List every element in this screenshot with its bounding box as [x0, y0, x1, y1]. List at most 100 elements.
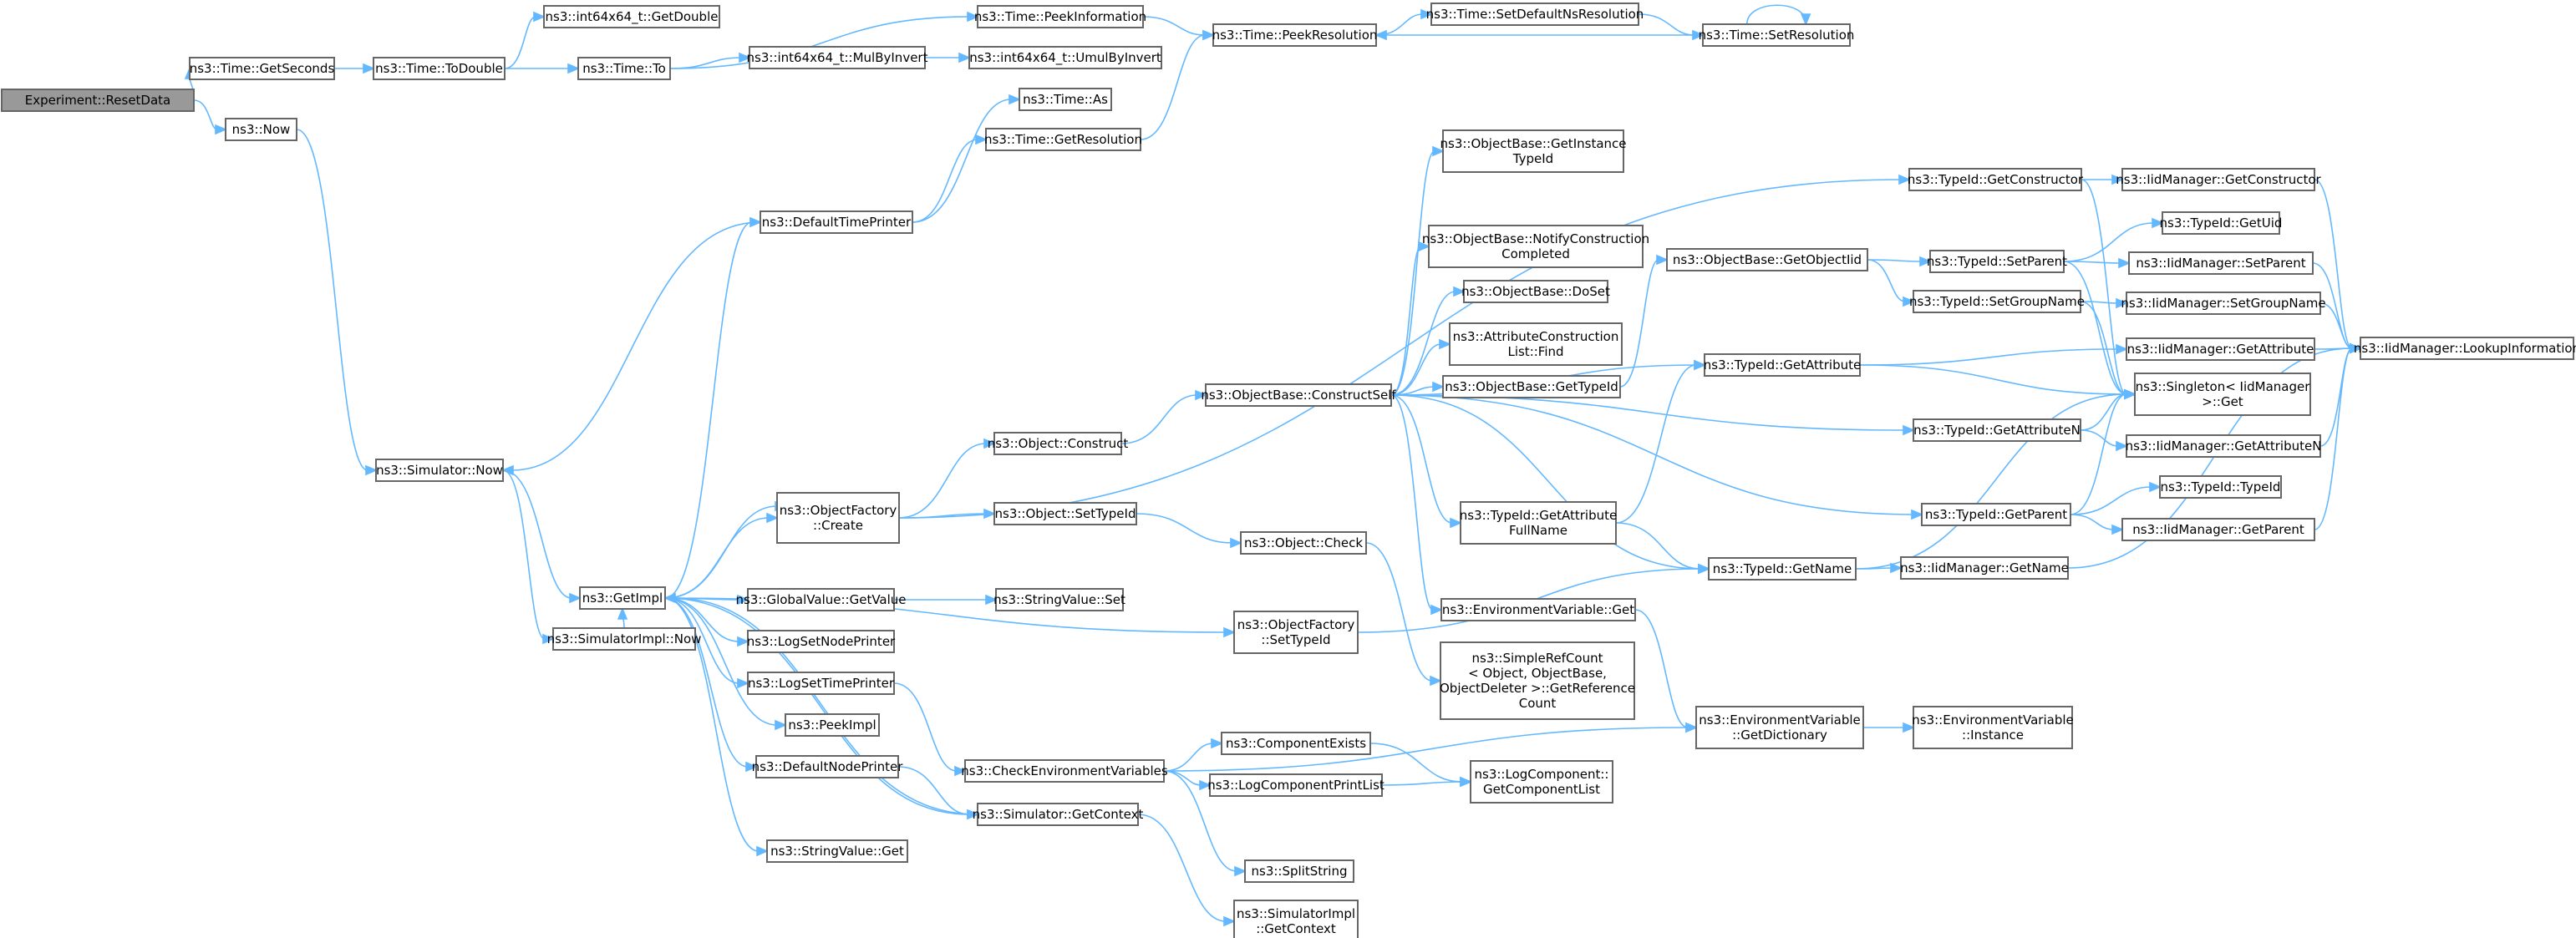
graph-node[interactable]: ns3::ObjectBase::GetObjectIid [1666, 248, 1868, 271]
graph-node[interactable]: ns3::Singleton< IidManager>::Get [2134, 373, 2311, 416]
node-label: >::Get [2202, 394, 2243, 409]
graph-node[interactable]: ns3::TypeId::TypeId [2159, 475, 2282, 499]
graph-node[interactable]: ns3::int64x64_t::UmulByInvert [968, 46, 1162, 69]
node-label: ::SetTypeId [1261, 632, 1330, 647]
graph-node[interactable]: ns3::IidManager::GetAttributeN [2126, 434, 2322, 458]
graph-node[interactable]: ns3::TypeId::GetAttributeN [1913, 418, 2081, 442]
graph-node[interactable]: ns3::Time::SetResolution [1699, 23, 1855, 47]
graph-node[interactable]: ns3::SimpleRefCount< Object, ObjectBase,… [1440, 641, 1635, 720]
graph-node[interactable]: ns3::Time::PeekResolution [1212, 23, 1378, 47]
graph-node[interactable]: ns3::TypeId::GetAttribute [1704, 353, 1861, 377]
graph-node[interactable]: ns3::Object::Check [1240, 531, 1367, 555]
graph-node[interactable]: ns3::StringValue::Set [993, 588, 1125, 611]
graph-node[interactable]: ns3::SimulatorImpl::GetContext [1233, 900, 1359, 938]
node-box [552, 627, 696, 651]
graph-node[interactable]: ns3::Simulator::Now [375, 459, 504, 482]
graph-node[interactable]: ns3::GlobalValue::GetValue [735, 588, 907, 611]
graph-node[interactable]: ns3::CheckEnvironmentVariables [961, 759, 1168, 783]
graph-node[interactable]: ns3::TypeId::GetConstructor [1908, 168, 2084, 191]
graph-node[interactable]: ns3::IidManager::GetConstructor [2116, 168, 2322, 191]
graph-edge [1163, 738, 1224, 772]
graph-node[interactable]: ns3::DefaultTimePrinter [760, 210, 913, 234]
graph-node[interactable]: ns3::IidManager::GetAttribute [2126, 337, 2315, 361]
graph-node[interactable]: ns3::TypeId::SetGroupName [1909, 290, 2085, 313]
graph-node[interactable]: ns3::LogSetNodePrinter [747, 630, 896, 653]
graph-node[interactable]: ns3::SplitString [1244, 859, 1354, 883]
graph-node[interactable]: ns3::Time::GetResolution [984, 128, 1142, 151]
edge-line [669, 57, 742, 69]
node-box [2134, 373, 2311, 416]
graph-node[interactable]: ns3::ComponentExists [1221, 732, 1371, 755]
node-box [1442, 129, 1624, 173]
graph-node[interactable]: ns3::IidManager::GetName [1900, 556, 2069, 580]
graph-node[interactable]: ns3::Time::To [577, 57, 671, 80]
graph-node[interactable]: ns3::Time::GetSeconds [189, 57, 335, 80]
graph-node[interactable]: ns3::Time::PeekInformation [974, 5, 1146, 28]
graph-node[interactable]: ns3::IidManager::SetParent [2128, 251, 2314, 275]
edge-arrowhead [1450, 517, 1463, 529]
graph-edge [898, 174, 1912, 519]
graph-edge [925, 52, 972, 63]
graph-node[interactable]: ns3::IidManager::GetParent [2121, 518, 2315, 541]
node-label: ns3::ObjectFactory [1237, 617, 1355, 632]
graph-node[interactable]: ns3::Now [225, 118, 297, 141]
graph-node[interactable]: ns3::Time::ToDouble [373, 57, 506, 80]
edge-line [1390, 246, 1421, 396]
graph-node[interactable]: ns3::GetImpl [579, 586, 666, 610]
graph-node[interactable]: ns3::IidManager::LookupInformation [2354, 337, 2576, 360]
graph-node[interactable]: ns3::StringValue::Get [766, 839, 908, 863]
node-label: ns3::LogComponentPrintList [1207, 778, 1385, 793]
edge-line [1369, 743, 1463, 783]
graph-node[interactable]: ns3::int64x64_t::MulByInvert [747, 46, 928, 69]
graph-node[interactable]: ns3::ObjectBase::GetTypeId [1442, 375, 1621, 398]
graph-node[interactable]: ns3::Simulator::GetContext [973, 803, 1144, 826]
graph-node[interactable]: ns3::DefaultNodePrinter [752, 755, 904, 778]
graph-node[interactable]: Experiment::ResetData [1, 89, 195, 112]
graph-node[interactable]: ns3::TypeId::GetUid [2160, 211, 2283, 235]
graph-node[interactable]: ns3::EnvironmentVariable::Get [1440, 598, 1636, 621]
graph-edge [2063, 217, 2165, 262]
graph-node[interactable]: ns3::LogComponent::GetComponentList [1470, 760, 1613, 804]
graph-edge [912, 134, 988, 223]
graph-node[interactable]: ns3::IidManager::SetGroupName [2121, 292, 2326, 315]
graph-node[interactable]: ns3::EnvironmentVariable::GetDictionary [1695, 706, 1864, 749]
edge-line [673, 597, 978, 815]
graph-edge [2070, 388, 2137, 515]
graph-node[interactable]: ns3::ObjectFactory::SetTypeId [1233, 611, 1359, 654]
graph-node[interactable]: ns3::ObjectBase::NotifyConstructionCompl… [1422, 225, 1649, 268]
graph-node[interactable]: ns3::Time::As [1019, 88, 1112, 111]
graph-node[interactable]: ns3::ObjectFactory::Create [776, 492, 900, 544]
node-label: ns3::TypeId::GetUid [2160, 215, 2283, 231]
graph-edge [296, 129, 379, 476]
edge-line [1390, 394, 1701, 570]
graph-node[interactable]: ns3::Object::SetTypeId [993, 502, 1137, 525]
edge-arrowhead [569, 592, 582, 604]
graph-node[interactable]: ns3::ObjectBase::DoSet [1461, 280, 1610, 303]
graph-edge [1369, 743, 1473, 788]
graph-node[interactable]: ns3::TypeId::GetParent [1921, 503, 2071, 526]
node-label: ns3::EnvironmentVariable [1912, 712, 2073, 728]
edge-line [664, 597, 740, 684]
graph-node[interactable]: ns3::TypeId::GetName [1708, 557, 1857, 581]
graph-node[interactable]: ns3::EnvironmentVariable::Instance [1912, 706, 2074, 749]
edge-line [2081, 179, 2127, 395]
graph-node[interactable]: ns3::LogSetTimePrinter [747, 672, 895, 695]
edge-arrowhead [1202, 29, 1216, 41]
graph-node[interactable]: ns3::TypeId::SetParent [1927, 250, 2067, 273]
graph-node[interactable]: ns3::LogComponentPrintList [1207, 773, 1385, 797]
node-box [776, 492, 900, 544]
graph-node[interactable]: ns3::PeekImpl [785, 713, 880, 737]
graph-node[interactable]: ns3::Time::SetDefaultNsResolution [1426, 3, 1644, 26]
graph-node[interactable]: ns3::SimulatorImpl::Now [547, 627, 702, 651]
node-box [1233, 900, 1359, 938]
graph-node[interactable]: ns3::ObjectBase::ConstructSelf [1201, 383, 1396, 407]
edge-line [898, 179, 1902, 519]
edge-line [1142, 16, 1206, 36]
graph-edge [1615, 359, 1707, 524]
node-label: ns3::Time::PeekResolution [1212, 28, 1378, 43]
graph-node[interactable]: ns3::int64x64_t::GetDouble [543, 5, 720, 28]
graph-node[interactable]: ns3::Object::Construct [988, 432, 1129, 455]
